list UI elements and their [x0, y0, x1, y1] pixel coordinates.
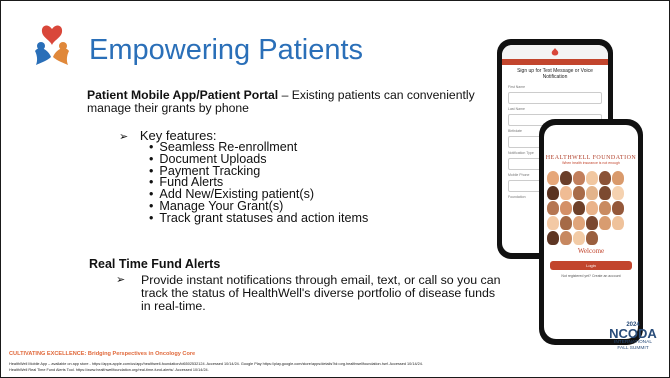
welcome-heading: Welcome [577, 247, 605, 255]
phone-screen: HEALTHWELL FOUNDATION When health insura… [544, 125, 638, 339]
brand-name: HEALTHWELL FOUNDATION [545, 155, 637, 161]
portal-heading: Patient Mobile App/Patient Portal [87, 88, 279, 102]
slide-title: Empowering Patients [89, 34, 364, 66]
list-item: Track grant statuses and action items [149, 212, 368, 225]
login-button[interactable]: Login [550, 261, 632, 270]
field-label: Last Name [508, 107, 525, 111]
list-item: Fund Alerts [149, 176, 368, 189]
field-label: Notification Type [508, 151, 534, 155]
phone-header [502, 45, 608, 59]
list-item: Add New/Existing patient(s) [149, 188, 368, 201]
reference-line: HealthWell Mobile App – available on app… [9, 362, 423, 366]
alerts-heading: Real Time Fund Alerts [89, 257, 221, 271]
footer-references: HealthWell Mobile App – available on app… [9, 361, 659, 373]
brand-tagline: When health insurance is not enough [562, 161, 620, 165]
alerts-text: Provide instant notifications through em… [141, 273, 501, 313]
signup-title: Sign up for Text Message or Voice Notifi… [517, 68, 593, 80]
badge-year: 2024 [626, 322, 640, 328]
reference-line: HealthWell Real Time Fund Alerts Tool. h… [9, 368, 209, 372]
feature-list: Seamless Re-enrollment Document Uploads … [149, 141, 368, 225]
arrow-bullet-icon: ➢ [119, 131, 129, 143]
badge-name: NCODA [609, 326, 657, 341]
footer-title: CULTIVATING EXCELLENCE: Bridging Perspec… [9, 351, 196, 357]
phone-mockup-front: HEALTHWELL FOUNDATION When health insura… [539, 119, 643, 345]
flame-logo-icon [551, 48, 559, 56]
register-link[interactable]: Not registered yet? Create an account [561, 274, 621, 278]
portal-description: Patient Mobile App/Patient Portal – Exis… [87, 89, 497, 115]
healthwell-logo [35, 25, 69, 65]
list-item: Document Uploads [149, 153, 368, 166]
field-label: Birthdate [508, 129, 523, 133]
list-item: Manage Your Grant(s) [149, 200, 368, 213]
ncoda-summit-badge: 2024 NCODA INTERNATIONAL FALL SUMMIT [607, 322, 659, 351]
list-item: Payment Tracking [149, 164, 368, 178]
field-label: First Name [508, 85, 526, 89]
arrow-bullet-icon: ➢ [116, 274, 126, 286]
field-label: Mobile Phone [508, 173, 530, 177]
field-label: Foundation [508, 195, 526, 199]
patient-faces-illustration [547, 171, 635, 245]
first-name-field [508, 92, 602, 104]
badge-sub2: FALL SUMMIT [617, 345, 649, 351]
portal-text: – Existing patients can conveniently man… [87, 88, 475, 115]
phone-tab-bar [502, 59, 608, 65]
badge-sub1: INTERNATIONAL [613, 340, 653, 345]
list-item: Seamless Re-enrollment [149, 141, 368, 154]
